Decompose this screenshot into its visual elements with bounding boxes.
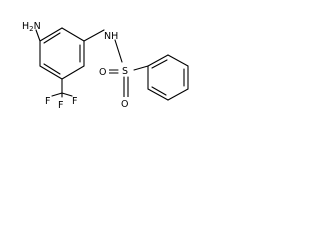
ring-bond [61, 27, 85, 42]
phenyl-ring [147, 54, 189, 101]
ring-bond [39, 27, 63, 42]
n-s-bond [114, 39, 123, 63]
structure-diagram: H2N NH S O O F F F [0, 0, 197, 137]
s-phenyl-bond [133, 65, 149, 71]
ring-double-bond [43, 63, 61, 75]
ring-double-bond [151, 86, 167, 96]
ring-bond [167, 88, 189, 101]
ring-bond [147, 54, 169, 67]
ring-bond [61, 65, 85, 80]
fluorine-label-right: F [72, 96, 77, 107]
amine-bond [35, 29, 41, 42]
c-f-bond [51, 92, 63, 97]
ring-bond [39, 65, 63, 80]
sulfur-label: S [122, 66, 128, 77]
ring-double-bond [43, 32, 61, 44]
ring-double-bond [151, 59, 168, 69]
molecule-drawing: H2N NH S O O F F F [22, 21, 189, 111]
c-f-bond [61, 92, 73, 97]
nh-label: NH [104, 31, 118, 42]
amine-label: H2N [22, 21, 41, 33]
fluorine-label-bottom: F [58, 100, 63, 111]
nh-bond [83, 29, 105, 42]
ring-bond [147, 88, 169, 101]
ring-bond [167, 54, 189, 67]
oxygen-label-left: O [99, 67, 106, 78]
aniline-ring [39, 27, 85, 80]
fluorine-label-left: F [45, 96, 50, 107]
oxygen-label-bottom: O [121, 99, 128, 110]
